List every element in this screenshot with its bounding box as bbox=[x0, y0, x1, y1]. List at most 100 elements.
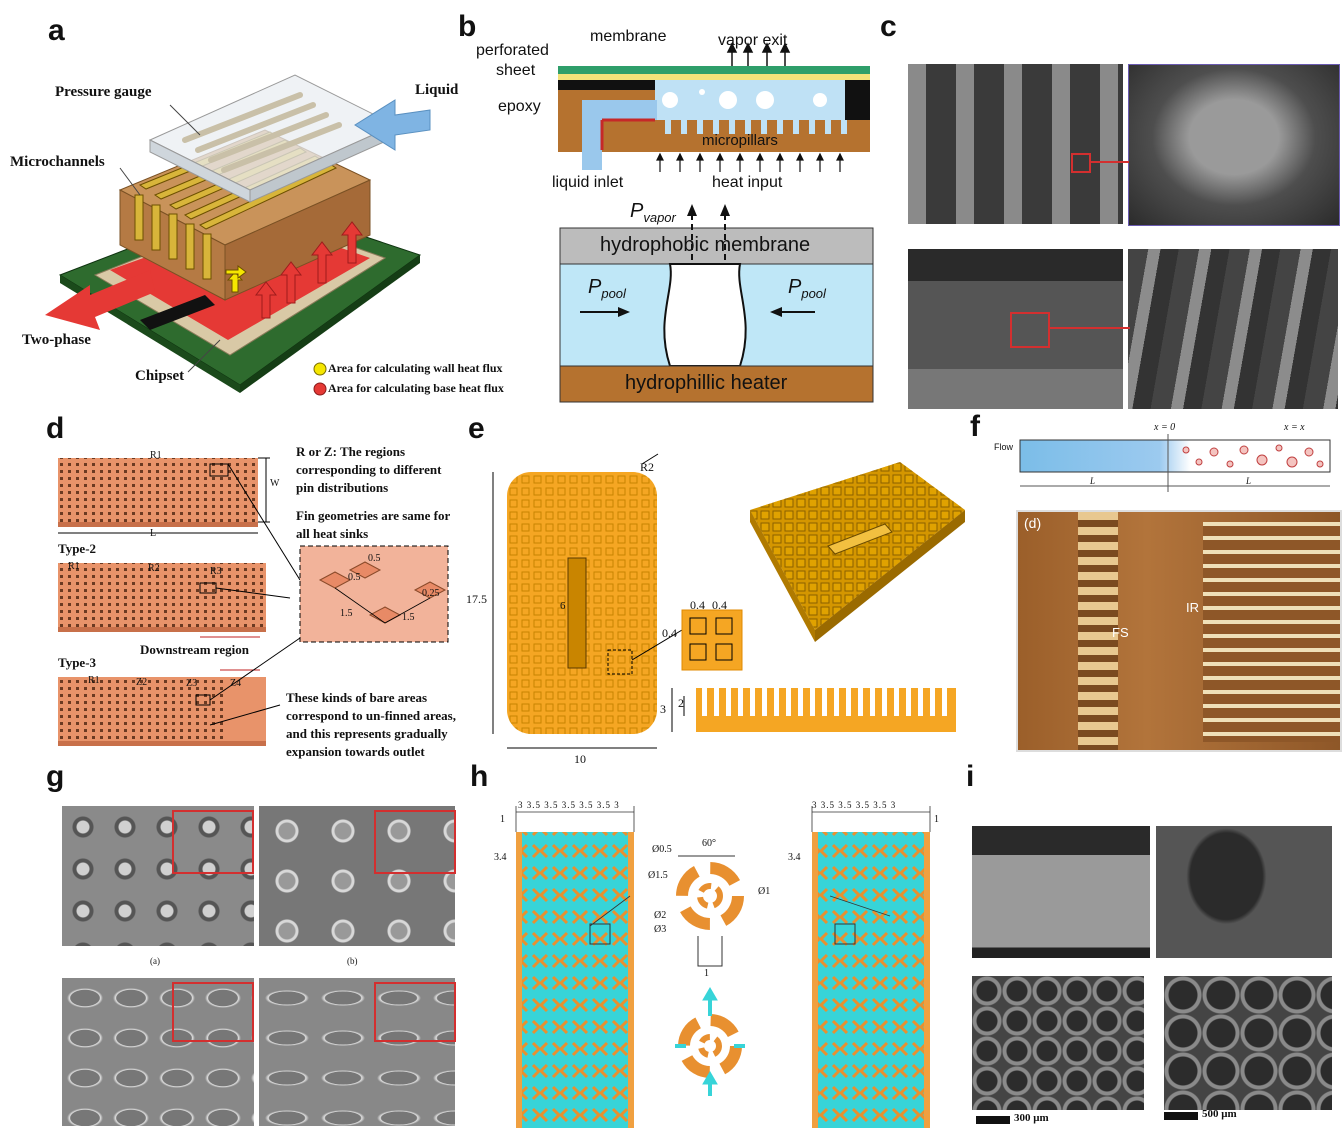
e-label-3: 3 bbox=[660, 702, 666, 716]
h-dim-1b: 1 bbox=[934, 814, 939, 825]
h-dim-o3: Ø3 bbox=[654, 924, 667, 935]
label-hydrophobic-membrane: hydrophobic membrane bbox=[600, 234, 811, 256]
e-label-r2: R2 bbox=[640, 460, 655, 474]
d-bare-line4: expansion towards outlet bbox=[286, 744, 425, 759]
h-dim-o05: Ø0.5 bbox=[652, 844, 672, 855]
sem-foam-500 bbox=[1164, 976, 1332, 1110]
label-liquid: Liquid bbox=[415, 82, 459, 98]
panel-a-heat-sink-diagram: Pressure gauge Liquid Microchannels Two-… bbox=[0, 0, 560, 410]
d-label-z2: Z2 bbox=[136, 677, 148, 688]
sem-diamond-fins bbox=[259, 978, 455, 1126]
f-label-xend: x = x bbox=[1284, 422, 1305, 433]
g-zoom-box-1 bbox=[172, 810, 254, 874]
sem-circular-fins bbox=[259, 806, 455, 946]
panel-g-sem-fins: (a) (b) bbox=[62, 806, 458, 1126]
label-pressure-gauge: Pressure gauge bbox=[55, 84, 152, 100]
label-p-vapor: Pvapor bbox=[630, 200, 676, 225]
d-label-z3: Z3 bbox=[186, 678, 198, 689]
d-bare-line2: correspond to un-finned areas, bbox=[286, 708, 456, 723]
d-label-r2: R2 bbox=[148, 563, 160, 574]
cold-plate-drawing bbox=[492, 453, 965, 749]
d-label-type2: Type-2 bbox=[58, 541, 97, 556]
sem-porous-channel-zoom bbox=[1156, 826, 1332, 958]
label-perforated: perforated bbox=[476, 42, 549, 59]
f-label-x0: x = 0 bbox=[1154, 422, 1176, 433]
d-note-line2: corresponding to different bbox=[296, 462, 442, 477]
sem-cross-section bbox=[908, 249, 1123, 409]
d-note-line5: all heat sinks bbox=[296, 526, 369, 541]
fin-layout-drawing bbox=[515, 806, 931, 1128]
label-chipset: Chipset bbox=[135, 368, 185, 384]
label-vapor-exit: vapor exit bbox=[718, 32, 788, 49]
d-label-type3: Type-3 bbox=[58, 655, 97, 670]
h-angle-60: 60° bbox=[702, 838, 716, 849]
panel-d-pin-fin-types: R1 W L Type-2 R1 R2 R3 Type-3 R1 Z2 Z3 Z… bbox=[50, 440, 490, 770]
e-label-04c: 0.4 bbox=[662, 626, 677, 640]
sem-porous-channels bbox=[972, 826, 1150, 958]
panel-label-i: i bbox=[966, 760, 975, 793]
label-hydrophilic-heater: hydrophillic heater bbox=[625, 372, 788, 394]
sem-microchannel-top bbox=[908, 64, 1123, 224]
panel-label-g: g bbox=[46, 760, 65, 793]
g-zoom-box-2 bbox=[374, 810, 456, 874]
d-downstream-region: Downstream region bbox=[140, 642, 249, 657]
microscope-image bbox=[1016, 510, 1342, 752]
label-heat-input: heat input bbox=[712, 174, 783, 191]
f-label-fs: FS bbox=[1112, 625, 1129, 640]
label-p-pool-right: Ppool bbox=[788, 276, 826, 301]
h-dim-34b: 3.4 bbox=[788, 852, 801, 863]
scale-bar-500 bbox=[1164, 1112, 1198, 1120]
panel-label-b: b bbox=[458, 10, 477, 43]
d-dim-05a: 0.5 bbox=[368, 553, 381, 564]
membrane-schematic bbox=[558, 42, 874, 403]
sem-square-fins bbox=[62, 806, 254, 946]
panel-b-membrane-diagram: perforated sheet membrane vapor exit epo… bbox=[470, 20, 880, 410]
label-microchannels: Microchannels bbox=[10, 154, 105, 170]
d-dim-15b: 1.5 bbox=[402, 612, 415, 623]
zoom-box-top bbox=[1071, 153, 1091, 173]
d-label-r3: R3 bbox=[210, 566, 222, 577]
panel-label-a: a bbox=[48, 14, 65, 47]
d-dim-025: 0.25 bbox=[422, 588, 440, 599]
panel-f-flow-boiling: Flow x = 0 x = x L L (d) FS IR bbox=[994, 420, 1342, 752]
legend-base-swatch bbox=[313, 382, 327, 396]
label-liquid-inlet: liquid inlet bbox=[552, 174, 624, 191]
label-epoxy: epoxy bbox=[498, 98, 541, 115]
legend-wall-swatch bbox=[313, 362, 327, 376]
panel-label-h: h bbox=[470, 760, 489, 793]
d-note-line4: Fin geometries are same for bbox=[296, 508, 451, 523]
d-label-r1b: R1 bbox=[68, 561, 80, 572]
label-p-pool-left: Ppool bbox=[588, 276, 626, 301]
label-micropillars: micropillars bbox=[702, 132, 778, 149]
d-note-line1: R or Z: The regions bbox=[296, 444, 406, 459]
panel-c-sem-images bbox=[908, 64, 1340, 409]
f-label-ltp: L bbox=[1246, 476, 1252, 486]
d-bare-line1: These kinds of bare areas bbox=[286, 690, 428, 705]
g-zoom-box-4 bbox=[374, 982, 456, 1042]
h-dim-34a: 3.4 bbox=[494, 852, 507, 863]
panel-label-e: e bbox=[468, 412, 485, 445]
e-label-2: 2 bbox=[678, 696, 684, 710]
heat-sink-illustration bbox=[45, 74, 431, 396]
d-label-z4: Z4 bbox=[230, 678, 242, 689]
d-label-lh: L bbox=[150, 528, 157, 539]
e-label-04a: 0.4 bbox=[690, 598, 705, 612]
label-two-phase: Two-phase bbox=[22, 332, 91, 348]
g-zoom-box-3 bbox=[172, 982, 254, 1042]
legend-wall-text: Area for calculating wall heat flux bbox=[328, 361, 503, 375]
d-label-r1: R1 bbox=[150, 450, 162, 461]
panel-label-f: f bbox=[970, 410, 980, 443]
f-label-lsp: L bbox=[1090, 476, 1096, 486]
panel-i-porous-sem: 300 μm 500 μm bbox=[972, 826, 1338, 1132]
d-label-z1: R1 bbox=[88, 675, 100, 686]
h-dim-o2: Ø2 bbox=[654, 910, 667, 921]
g-caption-b: (b) bbox=[347, 956, 358, 966]
e-label-10: 10 bbox=[574, 752, 586, 766]
d-dim-05b: 0.5 bbox=[348, 572, 361, 583]
h-top-right-dims: 3 3.5 3.5 3.5 3.5 3 bbox=[812, 800, 897, 810]
panel-h-fin-layouts: 3 3.5 3.5 3.5 3.5 3.5 3 3 3.5 3.5 3.5 3.… bbox=[490, 796, 950, 1132]
scale-label-500: 500 μm bbox=[1202, 1108, 1237, 1120]
zoom-arrow-top bbox=[1089, 161, 1129, 163]
scale-label-300: 300 μm bbox=[1014, 1112, 1049, 1124]
flow-schematic bbox=[1019, 434, 1331, 492]
